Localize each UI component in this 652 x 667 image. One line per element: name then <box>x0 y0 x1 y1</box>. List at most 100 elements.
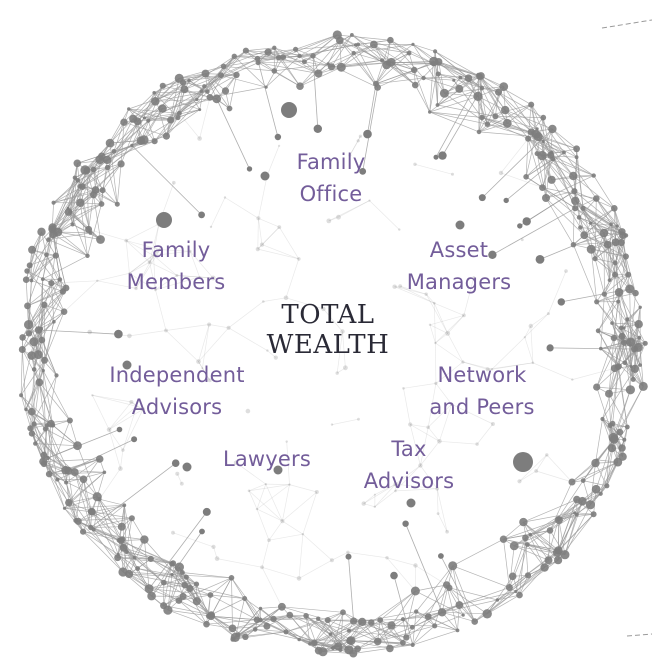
network-link <box>232 631 287 640</box>
network-link <box>478 75 482 132</box>
network-link <box>33 311 65 343</box>
network-node-large <box>260 171 270 181</box>
network-node <box>127 107 131 111</box>
network-node <box>603 240 612 249</box>
network-node <box>546 312 550 316</box>
network-node <box>607 444 617 453</box>
network-node <box>262 300 265 303</box>
network-link <box>207 74 237 92</box>
network-node <box>233 460 239 465</box>
network-spoke <box>405 523 443 613</box>
network-link <box>153 255 156 290</box>
network-link <box>107 140 155 161</box>
network-node <box>328 632 333 636</box>
network-link <box>266 145 280 176</box>
network-link <box>67 470 77 521</box>
network-link <box>135 255 154 289</box>
network-node <box>29 278 34 283</box>
network-node <box>27 351 36 360</box>
network-node <box>301 59 307 65</box>
network-node <box>136 136 146 145</box>
network-link <box>154 117 179 142</box>
network-link <box>374 490 396 508</box>
network-node <box>637 335 642 340</box>
network-link <box>163 563 173 583</box>
network-link <box>435 315 465 344</box>
network-link <box>600 294 605 349</box>
network-link <box>32 249 56 256</box>
network-link <box>514 530 551 547</box>
network-node <box>626 337 636 347</box>
network-node <box>455 601 464 609</box>
network-link <box>282 520 304 535</box>
network-link <box>67 207 101 240</box>
network-link <box>427 427 440 442</box>
network-link <box>434 584 448 626</box>
network-link <box>525 138 529 177</box>
network-node <box>358 134 362 138</box>
network-link <box>77 445 98 497</box>
network-node <box>505 584 513 591</box>
network-link <box>527 138 553 153</box>
network-node <box>528 323 533 329</box>
network-link <box>47 457 65 509</box>
network-node <box>625 385 636 395</box>
network-link <box>248 490 258 510</box>
network-link <box>21 304 45 350</box>
network-link <box>208 598 245 617</box>
network-link <box>257 218 259 250</box>
network-node <box>357 417 360 421</box>
network-link <box>131 135 167 146</box>
network-node <box>368 199 371 202</box>
network-link <box>83 531 122 541</box>
network-link <box>548 270 567 314</box>
center-label-line-2: WEALTH <box>266 330 390 360</box>
network-link <box>449 587 488 615</box>
network-node <box>214 556 220 561</box>
network-link <box>113 120 149 152</box>
network-link <box>530 104 553 153</box>
network-node <box>431 61 436 66</box>
network-node <box>488 250 497 259</box>
network-node <box>413 162 417 166</box>
network-node <box>258 617 263 623</box>
network-link <box>575 198 597 209</box>
network-link <box>255 629 315 644</box>
network-node <box>245 408 251 414</box>
network-link <box>216 74 237 100</box>
network-node <box>619 231 627 239</box>
network-link <box>523 521 559 551</box>
network-link <box>183 82 205 87</box>
network-node <box>586 244 596 254</box>
network-node <box>135 566 141 571</box>
label-network-and-peers: Network and Peers <box>429 359 534 423</box>
network-link <box>298 559 333 579</box>
network-node <box>557 298 565 306</box>
network-link <box>438 61 469 79</box>
network-node <box>630 376 636 382</box>
network-node <box>476 129 482 135</box>
network-link <box>199 97 211 139</box>
network-node <box>98 201 105 207</box>
network-node <box>609 222 613 227</box>
network-link <box>65 458 100 483</box>
network-link <box>166 117 179 137</box>
network-link <box>527 138 565 153</box>
network-node <box>96 235 105 244</box>
network-link <box>500 172 543 188</box>
network-node <box>293 46 299 52</box>
network-node <box>33 441 38 446</box>
network-node <box>519 517 528 527</box>
network-node <box>326 218 332 224</box>
network-link <box>620 307 641 329</box>
network-link <box>302 533 333 561</box>
network-node <box>311 639 318 647</box>
network-link <box>57 479 92 528</box>
network-node <box>220 63 227 70</box>
network-node <box>550 156 556 162</box>
network-node <box>517 223 523 229</box>
network-link <box>604 274 629 295</box>
network-link <box>267 51 319 74</box>
network-node <box>373 493 376 496</box>
network-link <box>442 599 498 613</box>
